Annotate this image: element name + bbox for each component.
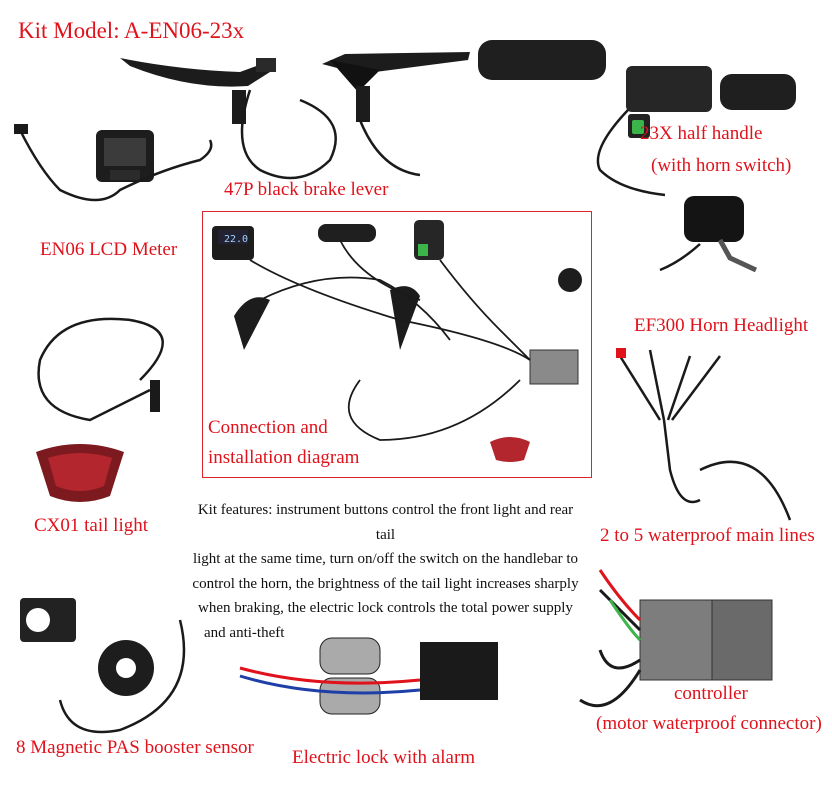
label-controller-line1: controller xyxy=(674,683,748,704)
label-controller-line2: (motor waterproof connector) xyxy=(596,713,822,734)
kit-features-text: Kit features: instrument buttons control… xyxy=(188,498,583,645)
label-main-lines: 2 to 5 waterproof main lines xyxy=(600,525,815,546)
label-electric-lock: Electric lock with alarm xyxy=(292,747,476,768)
main-lines-icon xyxy=(618,349,792,521)
grip-right-icon xyxy=(720,74,796,110)
installation-diagram-box xyxy=(202,211,592,478)
kit-title: Kit Model: A-EN06-23x xyxy=(18,18,245,43)
label-tail-light: CX01 tail light xyxy=(34,515,148,536)
tail-light-icon xyxy=(36,444,124,502)
label-half-handle-line1: 23X half handle xyxy=(640,123,763,144)
features-line-3: control the horn, the brightness of the … xyxy=(192,575,579,592)
brake-lever-right-icon xyxy=(322,52,470,122)
pas-sensor-icon xyxy=(20,598,154,696)
features-line-2: light at the same time, turn on/off the … xyxy=(192,551,579,567)
lcd-meter-icon xyxy=(96,130,154,182)
label-brake-lever: 47P black brake lever xyxy=(224,179,389,200)
features-line-1: Kit features: instrument buttons control… xyxy=(197,502,574,543)
label-lcd-meter: EN06 LCD Meter xyxy=(40,239,178,260)
features-line-4: when braking, the electric lock controls… xyxy=(198,600,573,616)
label-headlight: EF300 Horn Headlight xyxy=(634,315,809,336)
brake-lever-left-icon xyxy=(120,58,276,124)
electric-lock-icon xyxy=(319,637,498,715)
label-diagram-line1: Connection and xyxy=(208,417,328,438)
features-line-5: and anti-theft xyxy=(204,624,285,641)
label-pas-sensor: 8 Magnetic PAS booster sensor xyxy=(16,737,254,758)
installation-diagram-icon xyxy=(212,220,582,462)
grip-left-icon xyxy=(478,40,606,80)
label-half-handle-line2: (with horn switch) xyxy=(651,155,792,176)
lcd-readout: 22.0 xyxy=(224,234,249,245)
controller-icon xyxy=(639,599,773,681)
headlight-icon xyxy=(684,196,758,273)
label-diagram-line2: installation diagram xyxy=(208,447,360,468)
throttle-horn-switch-icon xyxy=(626,66,712,138)
